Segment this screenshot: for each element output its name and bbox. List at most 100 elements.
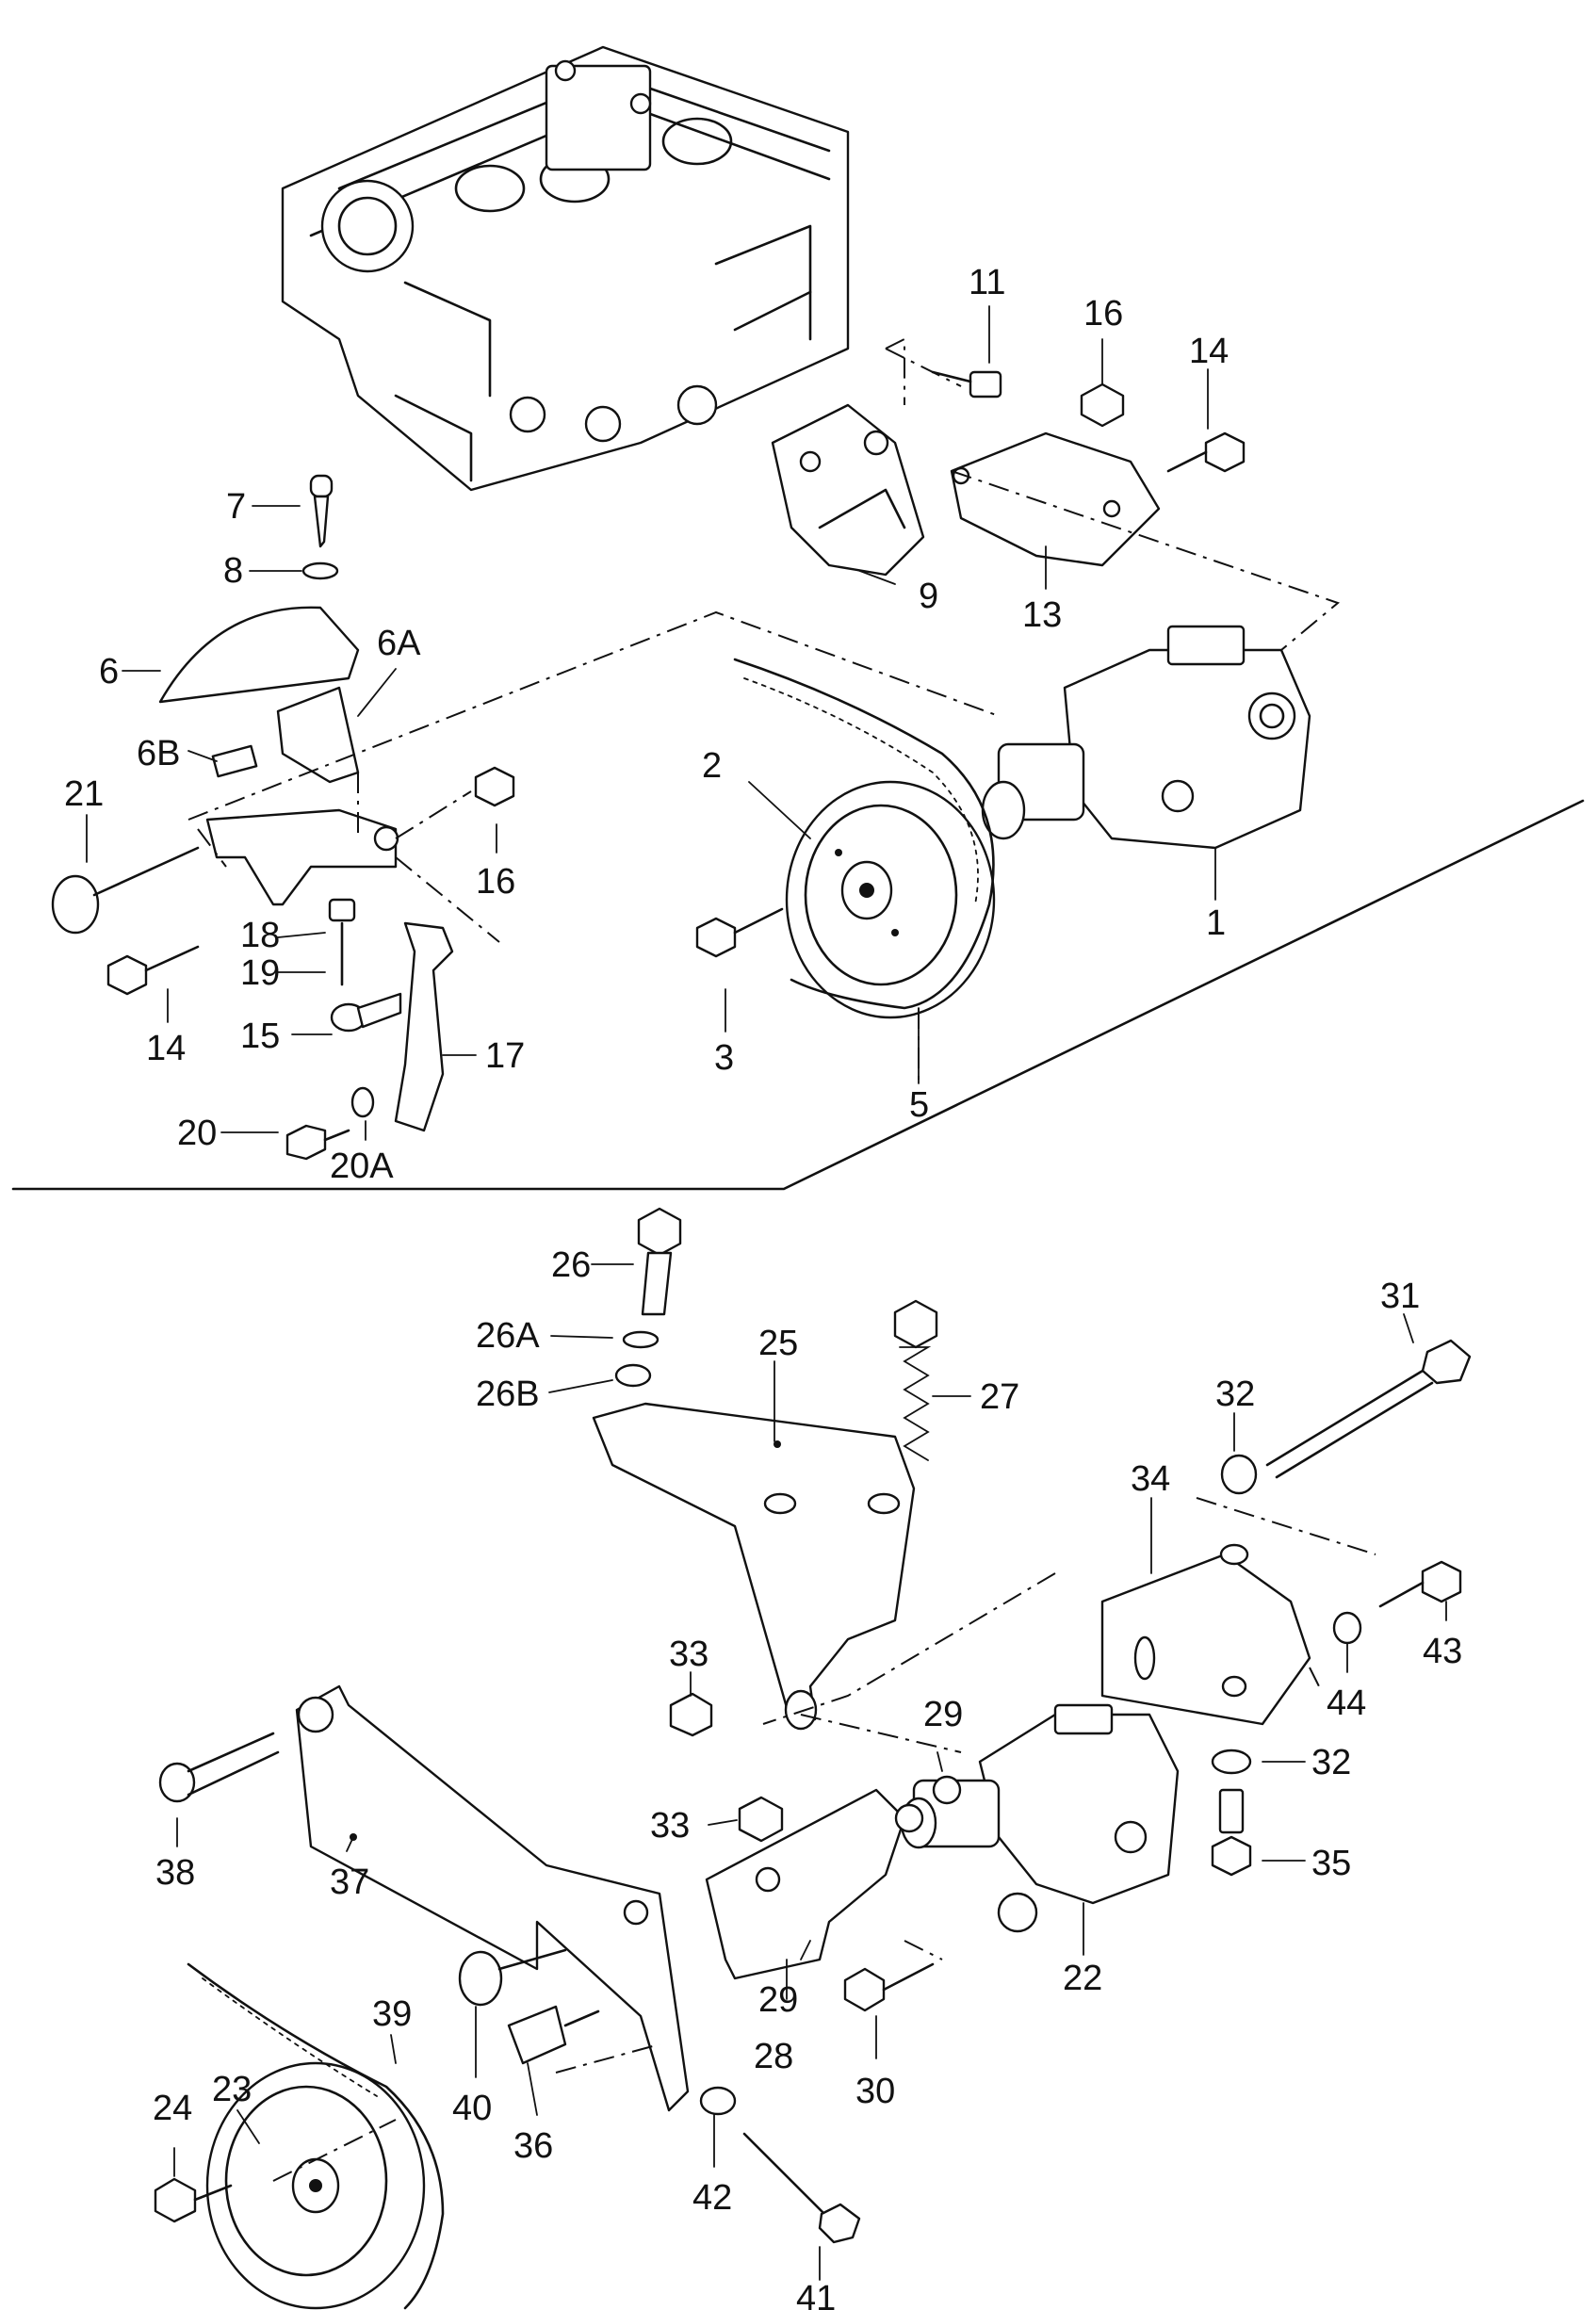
callout-26: 26 <box>551 1245 591 1285</box>
callout-16-top: 16 <box>1083 294 1123 333</box>
steering-pump-22 <box>900 1703 1180 1933</box>
v-belt-5 <box>733 658 995 1010</box>
bolt-31 <box>1265 1339 1472 1479</box>
callout-5: 5 <box>909 1085 929 1125</box>
callout-35: 35 <box>1311 1844 1351 1883</box>
callout-28: 28 <box>754 2037 793 2076</box>
callout-26b: 26B <box>476 1375 540 1414</box>
callout-42: 42 <box>692 2178 732 2218</box>
screw-7 <box>309 474 334 548</box>
washer-20a <box>350 1086 375 1118</box>
callout-6b: 6B <box>137 734 180 773</box>
bracket-left-group <box>205 808 399 906</box>
bolt-41 <box>742 2132 861 2244</box>
clip-6b <box>211 744 258 778</box>
leader-lines <box>86 305 1447 2281</box>
callout-17: 17 <box>485 1036 525 1076</box>
bolt-15 <box>330 992 402 1033</box>
bolt-43 <box>1378 1560 1462 1608</box>
callout-9: 9 <box>919 577 938 616</box>
callout-22: 22 <box>1063 1959 1102 1998</box>
callout-23: 23 <box>212 2070 252 2109</box>
callout-6: 6 <box>99 652 119 691</box>
callout-36: 36 <box>513 2126 553 2166</box>
nut-33-top <box>669 1692 713 1737</box>
steering-pump-1 <box>981 625 1311 850</box>
callout-34: 34 <box>1131 1459 1170 1499</box>
callout-32-top: 32 <box>1215 1375 1255 1414</box>
bolt-21 <box>51 846 200 935</box>
callout-31: 31 <box>1380 1277 1420 1316</box>
callout-18: 18 <box>240 916 280 955</box>
callout-6a: 6A <box>377 624 421 663</box>
callout-33-top: 33 <box>669 1635 708 1674</box>
callout-14-left: 14 <box>146 1029 186 1068</box>
washer-8 <box>301 561 339 580</box>
callout-30: 30 <box>855 2072 895 2111</box>
callout-11: 11 <box>969 263 1005 302</box>
callout-16-left: 16 <box>476 862 515 902</box>
callout-2: 2 <box>702 746 722 786</box>
bracket-plate-13 <box>950 431 1161 567</box>
bolt-14-left <box>106 945 200 996</box>
callout-27: 27 <box>980 1377 1019 1417</box>
callout-20: 20 <box>177 1114 217 1153</box>
callout-39: 39 <box>372 1994 412 2034</box>
pulley-2 <box>785 780 996 1019</box>
callout-43: 43 <box>1423 1632 1462 1671</box>
section-divider <box>11 799 1585 1191</box>
washer-44 <box>1332 1611 1362 1645</box>
callout-3: 3 <box>714 1038 734 1078</box>
bolt-35 <box>1211 1788 1252 1877</box>
bolt-14-top <box>1166 431 1246 473</box>
callout-20a: 20A <box>330 1147 394 1186</box>
bolt-18-19 <box>328 898 356 986</box>
bolt-3 <box>695 907 784 958</box>
cover-6 <box>158 606 360 704</box>
callouts-upper: 1 2 3 5 6 6A 6B 7 8 9 11 13 14 14 15 16 … <box>64 263 1229 1186</box>
nut-16-left <box>474 766 515 807</box>
callout-37: 37 <box>330 1863 369 1902</box>
bolt-38 <box>158 1732 280 1803</box>
pulley-23 <box>205 2061 426 2310</box>
callout-1: 1 <box>1206 903 1226 943</box>
v-belt-39 <box>187 1962 445 2310</box>
callout-29-top: 29 <box>923 1695 963 1734</box>
bracket-17 <box>394 921 454 1132</box>
callout-26a: 26A <box>476 1316 540 1356</box>
callout-13: 13 <box>1022 595 1062 635</box>
callout-41: 41 <box>796 2279 836 2310</box>
bolt-27 <box>893 1299 938 1461</box>
callout-14-top: 14 <box>1189 332 1229 371</box>
callout-44: 44 <box>1327 1684 1366 1723</box>
washer-32-bottom <box>1211 1749 1252 1775</box>
callout-8: 8 <box>223 551 243 591</box>
nut-16-top <box>1080 382 1125 428</box>
mounting-bracket-9 <box>771 403 925 577</box>
callout-15: 15 <box>240 1017 280 1056</box>
callout-25: 25 <box>758 1324 798 1363</box>
bracket-34 <box>1100 1543 1311 1726</box>
callout-19: 19 <box>240 953 280 993</box>
nut-33-bottom <box>738 1796 784 1843</box>
bolt-26 <box>637 1207 682 1316</box>
callout-29-bottom: 29 <box>758 1980 798 2020</box>
engine-cylinder-head <box>281 45 850 492</box>
bolt-40 <box>458 1948 567 2007</box>
bolt-30 <box>843 1962 935 2012</box>
bracket-28-29 <box>705 1775 962 1980</box>
bolt-20 <box>285 1124 350 1161</box>
bracket-6a <box>276 686 360 784</box>
bolt-24 <box>154 2177 233 2223</box>
callout-24: 24 <box>153 2089 192 2128</box>
washer-26b <box>614 1363 652 1388</box>
callout-32-bottom: 32 <box>1311 1743 1351 1782</box>
callout-33-bottom: 33 <box>650 1806 690 1846</box>
callout-40: 40 <box>452 2089 492 2128</box>
bolt-11 <box>931 370 1002 399</box>
washer-42 <box>699 2086 737 2116</box>
washer-26a <box>622 1330 660 1349</box>
callouts-lower: 22 23 24 25 26 26A 26B 27 28 29 29 30 31… <box>153 1245 1462 2310</box>
dash-lines-lower <box>272 1497 1376 2182</box>
